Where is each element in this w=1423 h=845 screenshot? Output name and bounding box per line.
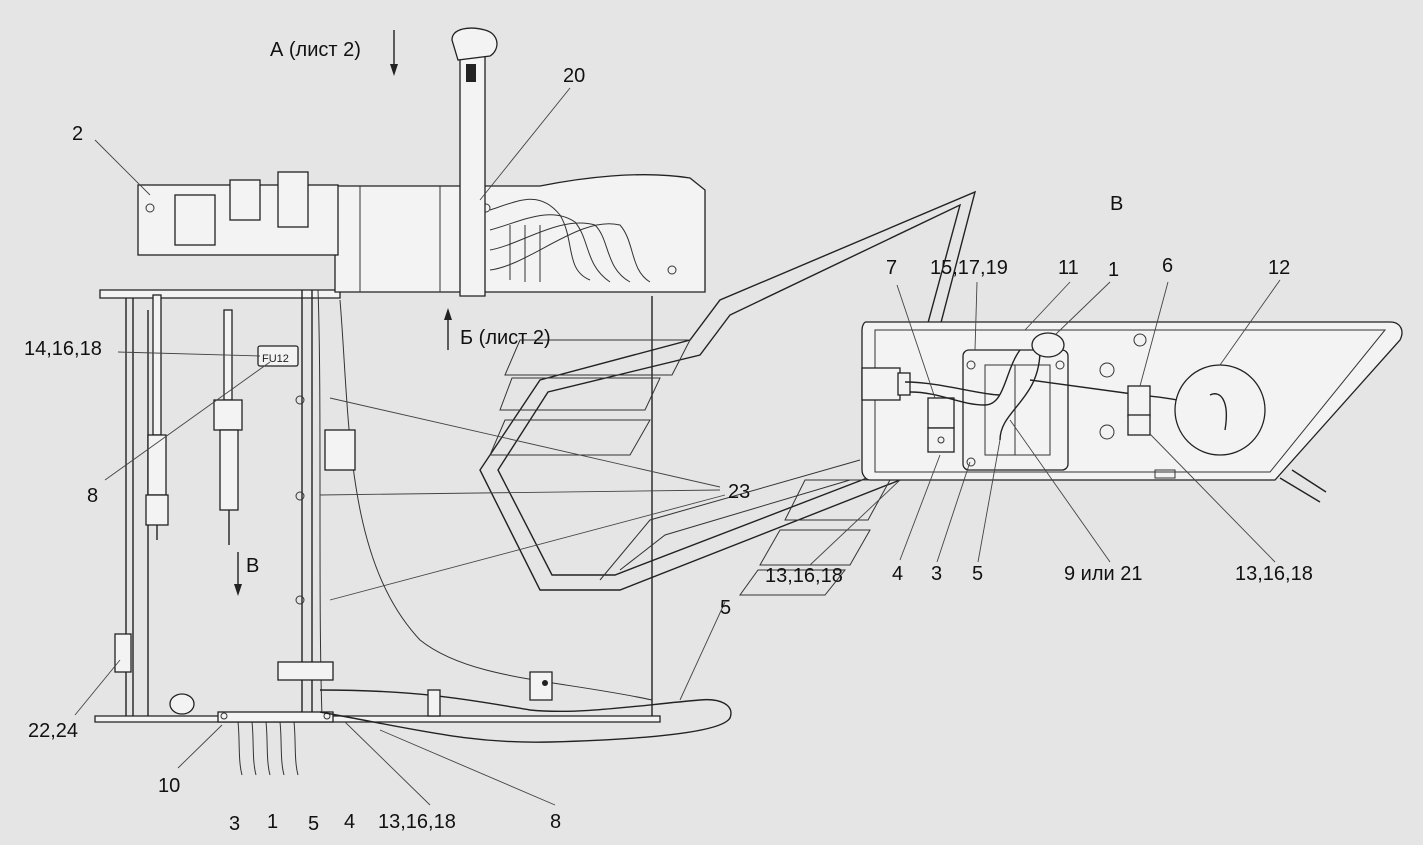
- label-11: 11: [1058, 257, 1079, 279]
- label-7: 7: [886, 257, 897, 279]
- label-8-left: 8: [87, 485, 98, 507]
- label-view-b: Б (лист 2): [460, 327, 551, 349]
- label-4-bottom: 4: [344, 811, 355, 833]
- label-5-mid: 5: [720, 597, 731, 619]
- label-5-right: 5: [972, 563, 983, 585]
- label-12: 12: [1268, 257, 1290, 279]
- label-22-24: 22,24: [28, 720, 78, 742]
- label-3-bottom: 3: [229, 813, 240, 835]
- label-8-bottom: 8: [550, 811, 561, 833]
- label-10: 10: [158, 775, 180, 797]
- leader-lines: [74, 87, 1281, 806]
- callout-labels: А (лист 2) Б (лист 2) В В 2 20 14,16,18 …: [24, 39, 1313, 835]
- detail-view-v: [861, 321, 1403, 503]
- label-1-bottom: 1: [267, 811, 278, 833]
- label-1-right: 1: [1108, 259, 1119, 281]
- label-13-16-18-mid: 13,16,18: [765, 565, 843, 587]
- label-15-17-19: 15,17,19: [930, 257, 1008, 279]
- label-3-right: 3: [931, 563, 942, 585]
- label-view-a: А (лист 2): [270, 39, 361, 61]
- label-4-right: 4: [892, 563, 903, 585]
- view-arrows: [234, 30, 452, 596]
- section-arrow-graphic: [479, 190, 977, 596]
- label-13-16-18-bottom: 13,16,18: [378, 811, 456, 833]
- label-13-16-18-right: 13,16,18: [1235, 563, 1313, 585]
- label-6: 6: [1162, 255, 1173, 277]
- label-view-v-title: В: [1110, 193, 1123, 215]
- fuse-marking: FU12: [262, 353, 289, 365]
- label-5-bottom: 5: [308, 813, 319, 835]
- label-2: 2: [72, 123, 83, 145]
- label-20: 20: [563, 65, 585, 87]
- label-9-ili-21: 9 или 21: [1064, 563, 1143, 585]
- label-23: 23: [728, 481, 750, 503]
- label-14-16-18: 14,16,18: [24, 338, 102, 360]
- label-view-v-arrow: В: [246, 555, 259, 577]
- main-assembly: FU12: [94, 27, 732, 776]
